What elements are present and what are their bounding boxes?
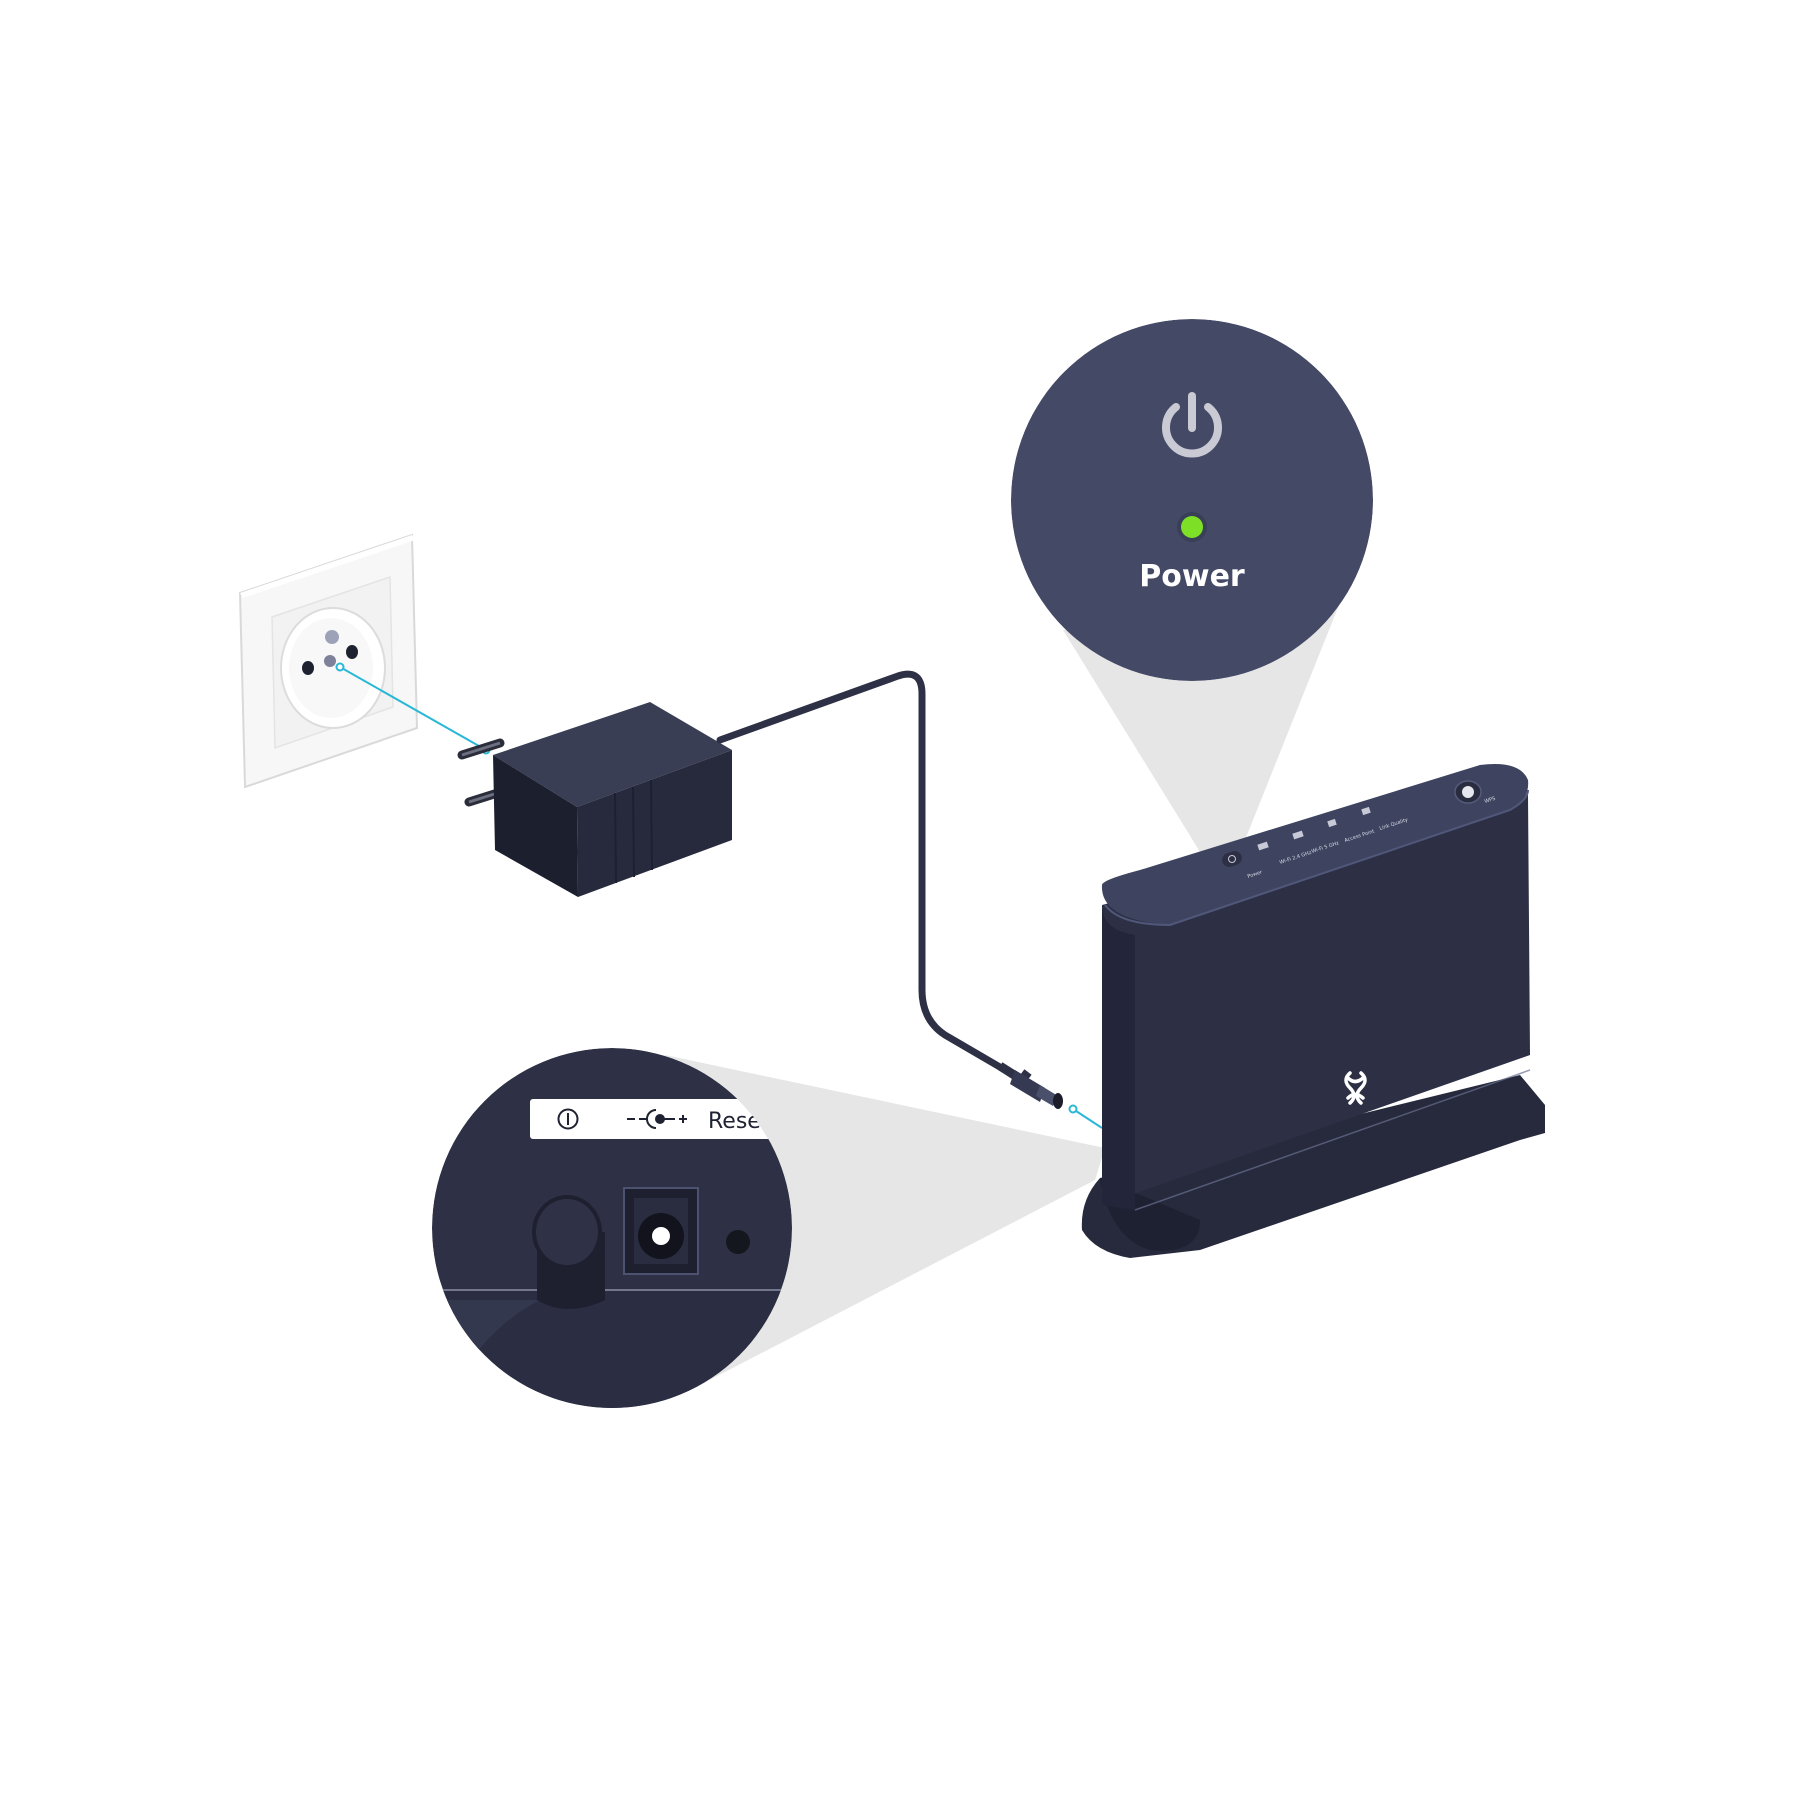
dc-input-jack xyxy=(623,1187,699,1275)
rear-power-button[interactable] xyxy=(532,1195,605,1309)
outlet-hole-right xyxy=(346,645,358,659)
router: Power Wi-Fi 2.4 GHz Wi-Fi 5 GHz Access P… xyxy=(1081,764,1545,1258)
brand-logo-icon xyxy=(1344,1071,1367,1105)
reset-pinhole[interactable] xyxy=(726,1230,750,1254)
wps-button[interactable]: WPS xyxy=(1454,780,1496,805)
power-led xyxy=(1181,516,1203,538)
wps-label: WPS xyxy=(1484,796,1496,805)
earth-pin xyxy=(325,630,339,644)
power-cable xyxy=(716,670,1009,1074)
power-label: Power xyxy=(1139,559,1245,594)
power-button-icon xyxy=(557,1108,579,1130)
power-adapter xyxy=(457,702,732,897)
zoom-circle-rear-ports: Rese xyxy=(432,1048,792,1408)
zoom-circle-power-led: Power xyxy=(1011,319,1373,681)
power-icon xyxy=(1162,392,1222,458)
dc-polarity-icon xyxy=(627,1109,687,1129)
led-label-power: Power xyxy=(1247,869,1264,880)
outlet-hole-left xyxy=(302,661,314,675)
dc-barrel-plug xyxy=(997,1062,1063,1109)
plug-pointer-line xyxy=(1068,1104,1103,1129)
wall-outlet xyxy=(238,533,419,789)
